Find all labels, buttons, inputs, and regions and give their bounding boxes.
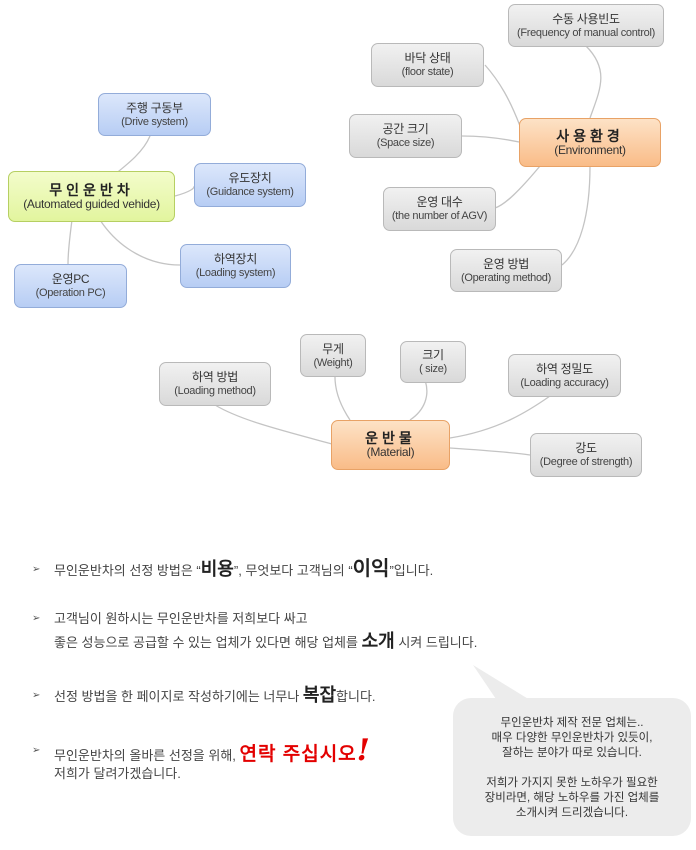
drive-subtitle: (Drive system)	[121, 115, 188, 128]
bubble-line-5: 장비라면, 해당 노하우를 가진 업체를	[484, 792, 660, 804]
loading-accuracy-title: 하역 정밀도	[536, 361, 593, 376]
bullet-4-pre: 무인운반차의 올바른 선정을 위해,	[54, 748, 240, 763]
agv-count-subtitle: (the number of AGV)	[391, 210, 488, 222]
operation-pc-title: 운영PC	[51, 272, 90, 286]
size-subtitle: ( size)	[419, 363, 447, 375]
loading-method-title: 하역 방법	[192, 370, 238, 384]
bullet-3-em-complex: 복잡	[302, 685, 337, 705]
strength-title: 강도	[575, 441, 597, 455]
loading-system-subtitle: (Loading system)	[195, 267, 276, 279]
operating-method-title: 운영 방법	[483, 256, 529, 271]
speech-bubble: 무인운반차 제작 전문 업체는.. 매우 다양한 무인운반차가 있듯이, 잘하는…	[453, 698, 691, 836]
agv-count-title: 운영 대수	[416, 195, 463, 209]
material-subtitle: (Material)	[366, 445, 415, 459]
space-size-node: 공간 크기 (Space size)	[349, 114, 462, 158]
environment-title: 사용환경	[556, 127, 624, 144]
bullet-1-em-cost: 비용	[200, 559, 234, 579]
bullet-2-pre: 좋은 성능으로 공급할 수 있는 업체가 있다면 해당 업체를	[54, 635, 362, 650]
guidance-title: 유도장치	[228, 171, 272, 185]
bubble-line-1: 무인운반차 제작 전문 업체는..	[500, 717, 644, 729]
loading-system-title: 하역장치	[214, 252, 257, 266]
guidance-subtitle: (Guidance system)	[206, 186, 294, 198]
weight-title: 무게	[322, 341, 344, 356]
material-node: 운반물 (Material)	[331, 420, 450, 470]
agv-title: 무인운반차	[49, 181, 134, 198]
loading-method-node: 하역 방법 (Loading method)	[159, 362, 271, 406]
bullet-3-pre: 선정 방법을 한 페이지로 작성하기에는 너무나	[54, 689, 303, 704]
guidance-system-node: 유도장치 (Guidance system)	[194, 163, 306, 207]
bullet-1-pre: 무인운반차의 선정 방법은 “	[54, 563, 201, 578]
loading-method-subtitle: (Loading method)	[174, 385, 256, 397]
arrow-bullet-icon: ➢	[32, 745, 41, 756]
bubble-line-4: 저희가 가지지 못한 노하우가 필요한	[486, 777, 658, 789]
loading-accuracy-node: 하역 정밀도 (Loading accuracy)	[508, 354, 621, 397]
drive-title: 주행 구동부	[126, 100, 183, 115]
floor-state-node: 바닥 상태 (floor state)	[371, 43, 484, 87]
bubble-line-2: 매우 다양한 무인운반차가 있듯이,	[491, 732, 653, 744]
arrow-bullet-icon: ➢	[32, 613, 41, 624]
bullet-2-line-1: 고객님이 원하시는 무인운반차를 저희보다 싸고	[54, 611, 308, 626]
strength-subtitle: (Degree of strength)	[539, 456, 633, 468]
size-node: 크기 ( size)	[400, 341, 466, 383]
bullet-3-post: 합니다.	[336, 689, 376, 704]
weight-node: 무게 (Weight)	[300, 334, 366, 377]
bullet-1-mid: ”, 무엇보다 고객님의 “	[233, 563, 353, 578]
bubble-line-3: 잘하는 분야가 따로 있습니다.	[502, 747, 642, 759]
manual-frequency-node: 수동 사용빈도 (Frequency of manual control)	[508, 4, 664, 47]
drive-system-node: 주행 구동부 (Drive system)	[98, 93, 211, 136]
bullet-4-line-2: 저희가 달려가겠습니다.	[54, 766, 181, 781]
environment-subtitle: (Environment)	[554, 142, 626, 157]
arrow-bullet-icon: ➢	[32, 564, 41, 575]
contact-us-text: 연락 주십시오	[239, 744, 357, 765]
manual-frequency-title: 수동 사용빈도	[552, 11, 620, 26]
agv-count-node: 운영 대수 (the number of AGV)	[383, 187, 496, 231]
strength-node: 강도 (Degree of strength)	[530, 433, 642, 477]
exclamation-mark: !	[356, 733, 370, 768]
bullet-1-post: ”입니다.	[389, 563, 434, 578]
loading-system-node: 하역장치 (Loading system)	[180, 244, 291, 288]
material-title: 운반물	[365, 430, 416, 446]
environment-node: 사용환경 (Environment)	[519, 118, 661, 167]
loading-accuracy-subtitle: (Loading accuracy)	[520, 376, 609, 389]
weight-subtitle: (Weight)	[313, 356, 353, 369]
manual-frequency-subtitle: (Frequency of manual control)	[516, 26, 656, 39]
bullet-2-em-introduce: 소개	[361, 631, 395, 651]
operating-method-subtitle: (Operating method)	[461, 271, 551, 284]
operation-pc-node: 운영PC (Operation PC)	[14, 264, 127, 308]
agv-subtitle: (Automated guided vehide)	[23, 196, 160, 211]
floor-state-subtitle: (floor state)	[401, 66, 454, 78]
arrow-bullet-icon: ➢	[32, 690, 41, 701]
bullet-2-post: 시켜 드립니다.	[394, 635, 478, 650]
operation-pc-subtitle: (Operation PC)	[35, 287, 106, 299]
size-title: 크기	[422, 348, 444, 362]
operating-method-node: 운영 방법 (Operating method)	[450, 249, 562, 292]
space-size-subtitle: (Space size)	[376, 137, 435, 149]
bullet-1-em-profit: 이익	[352, 558, 390, 580]
space-size-title: 공간 크기	[382, 122, 429, 136]
bubble-line-6: 소개시켜 드리겠습니다.	[515, 807, 629, 819]
agv-node: 무인운반차 (Automated guided vehide)	[8, 171, 175, 222]
floor-state-title: 바닥 상태	[404, 51, 451, 65]
